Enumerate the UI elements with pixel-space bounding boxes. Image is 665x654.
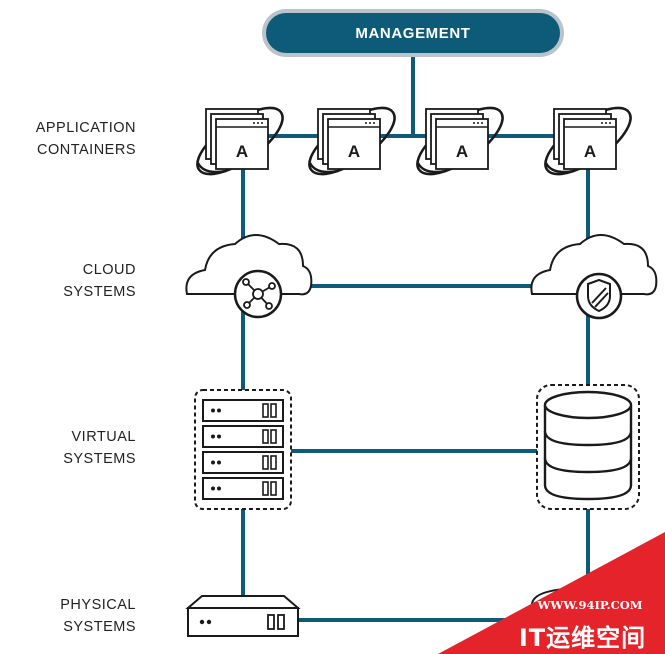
row-label-physical-systems: PHYSICAL SYSTEMS: [16, 594, 136, 638]
watermark-url: WWW.94IP.COM: [537, 598, 643, 612]
row-label-application-containers: APPLICATION CONTAINERS: [16, 117, 136, 161]
virtual-storage-database-icon: [536, 384, 640, 510]
row-label-line: PHYSICAL: [60, 597, 136, 613]
row-label-line: VIRTUAL: [71, 429, 136, 445]
app-container-icon: A: [308, 106, 396, 176]
row-label-line: SYSTEMS: [63, 284, 136, 300]
physical-server-icon: [185, 595, 301, 637]
watermark-banner: [438, 532, 665, 654]
rack-unit: [202, 451, 284, 474]
row-label-line: CLOUD: [82, 262, 136, 278]
row-label-virtual-systems: VIRTUAL SYSTEMS: [16, 426, 136, 470]
row-label-line: CONTAINERS: [37, 142, 136, 158]
management-node: MANAGEMENT: [262, 9, 564, 57]
cloud-left: [185, 234, 313, 319]
container-badge-text: A: [348, 142, 360, 161]
connector-lines: [241, 57, 590, 622]
row-label-line: APPLICATION: [35, 120, 136, 136]
container-badge-text: A: [236, 142, 248, 161]
rack-unit: [202, 425, 284, 448]
app-container-icon: A: [416, 106, 504, 176]
row-label-line: SYSTEMS: [63, 451, 136, 467]
row-label-line: SYSTEMS: [63, 619, 136, 635]
container-badge-text: A: [456, 142, 468, 161]
rack-unit: [202, 399, 284, 422]
virtual-server-rack-icon: [194, 389, 292, 510]
cloud-right: [530, 234, 658, 320]
app-container-icon: A: [544, 106, 632, 176]
management-label: MANAGEMENT: [266, 13, 560, 53]
container-badge-text: A: [584, 142, 596, 161]
rack-unit: [202, 477, 284, 500]
app-container-icon: A: [196, 106, 284, 176]
row-label-cloud-systems: CLOUD SYSTEMS: [16, 259, 136, 303]
watermark-brand: IT运维空间: [518, 624, 647, 652]
